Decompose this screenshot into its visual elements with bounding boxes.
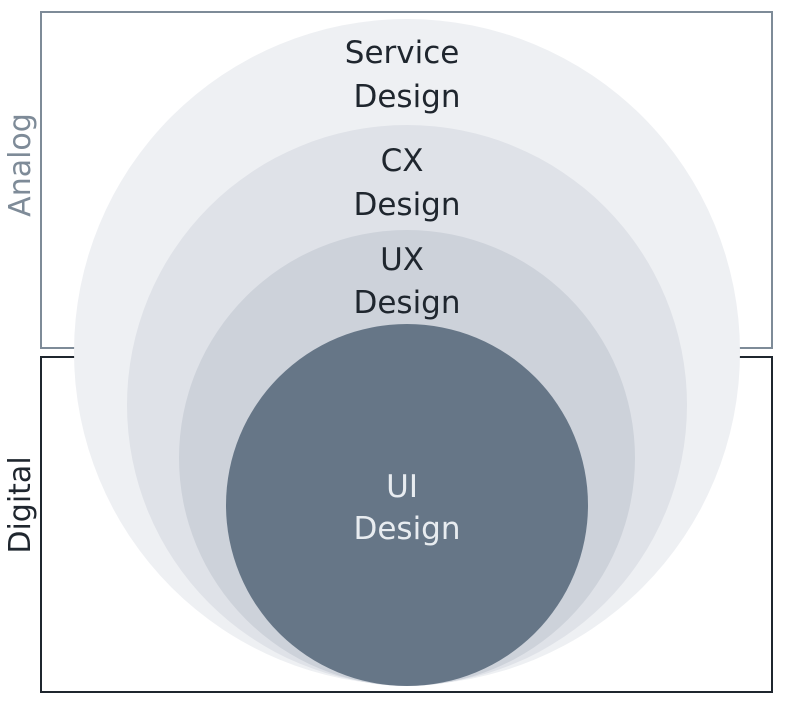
analog-side-label: Analog (3, 113, 38, 217)
cx-design-label-line1: CX (381, 143, 424, 179)
cx-design-label-line2: Design (353, 187, 460, 223)
ui-design-label-line2: Design (353, 511, 460, 547)
service-design-label-line1: Service (345, 35, 460, 71)
service-design-label: Service Design (345, 35, 469, 115)
ui-design-label: UI Design (353, 469, 460, 547)
ui-design-circle (226, 324, 588, 686)
ux-design-label-line2: Design (353, 285, 460, 321)
service-design-label-line2: Design (353, 79, 460, 115)
ux-design-label: UX Design (353, 242, 460, 321)
ui-design-label-line1: UI (386, 469, 418, 505)
ux-design-label-line1: UX (380, 242, 424, 278)
digital-side-label: Digital (3, 456, 38, 553)
cx-design-label: CX Design (353, 143, 460, 223)
